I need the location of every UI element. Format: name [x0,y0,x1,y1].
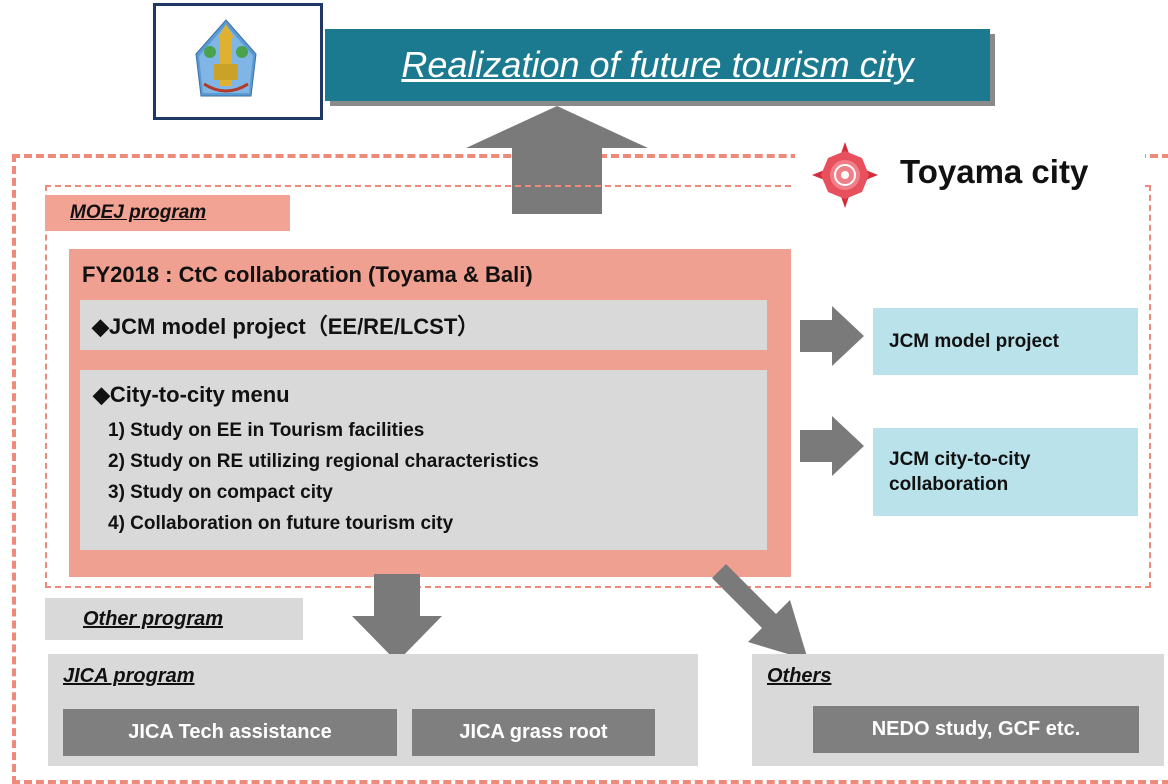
other-program-label: Other program [45,598,303,640]
nedo-gcf-box: NEDO study, GCF etc. [813,706,1139,753]
jcm-model-project-box: JCM model project [873,308,1138,375]
right-arrow-city [800,416,864,476]
toyama-city-label: Toyama city [900,153,1089,190]
jica-grass-root-box: JICA grass root [412,709,655,756]
city-to-city-menu-box [80,370,767,550]
moej-program-text: MOEJ program [70,202,207,223]
jica-grass-root-text: JICA grass root [459,721,608,743]
menu-item: 2) Study on RE utilizing regional charac… [108,451,539,472]
jica-tech-assistance-text: JICA Tech assistance [128,721,332,743]
jcm-city-line1: JCM city-to-city [889,449,1031,470]
jcm-model-project-item: ◆JCM model project（EE/RE/LCST） [80,300,767,350]
jcm-city-to-city-box: JCM city-to-city collaboration [873,428,1138,516]
fy2018-title: FY2018 : CtC collaboration (Toyama & Bal… [82,262,533,287]
bali-province-emblem-icon [195,19,257,97]
diagonal-arrow-others [712,564,808,660]
jcm-city-line2: collaboration [889,474,1009,495]
right-arrow-jcm [800,306,864,366]
others-label: Others [767,665,832,687]
up-arrow-shape [466,106,648,214]
other-program-text: Other program [83,607,224,630]
moej-program-frame [45,185,1151,588]
jcm-model-project-label: JCM model project [889,330,1059,352]
nedo-gcf-text: NEDO study, GCF etc. [871,718,1081,740]
toyama-city-emblem-icon [812,142,878,208]
menu-item: 4) Collaboration on future tourism city [108,513,454,534]
jica-tech-assistance-box: JICA Tech assistance [63,709,397,756]
bali-emblem-frame [153,3,323,120]
menu-item: 3) Study on compact city [108,482,333,503]
down-arrow-jica [352,574,442,662]
menu-item: 1) Study on EE in Tourism facilities [108,420,425,441]
jcm-model-project-text: ◆JCM model project（EE/RE/LCST） [92,314,480,339]
city-to-city-menu-title: ◆City-to-city menu [93,382,290,407]
jica-program-label: JICA program [63,665,195,687]
page-title-banner: Realization of future tourism city [325,29,990,101]
moej-program-label: MOEJ program [45,195,290,231]
page-title: Realization of future tourism city [401,44,914,85]
up-arrow [466,106,648,214]
